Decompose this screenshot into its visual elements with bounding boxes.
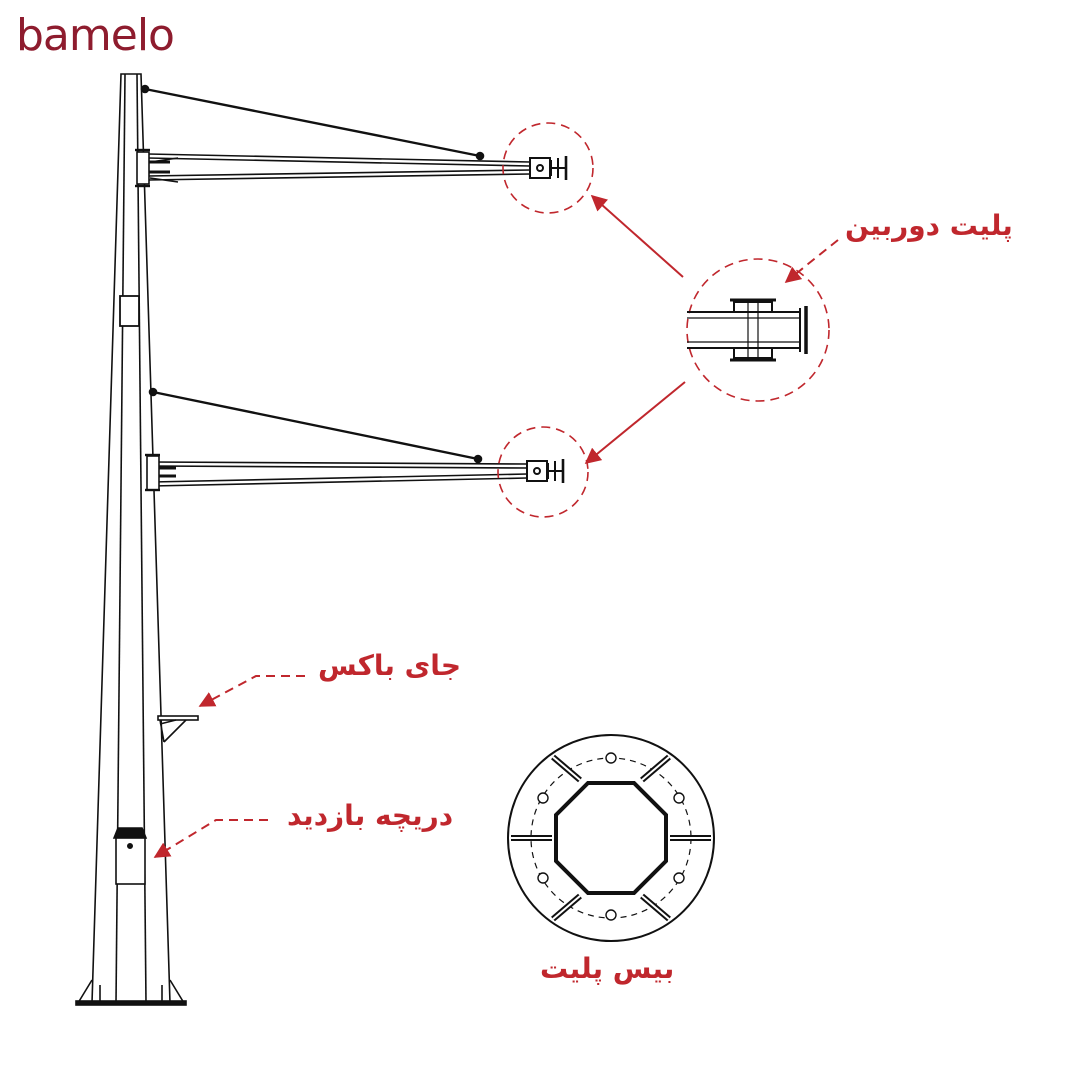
inspection-door-label: دریچه بازدید: [287, 799, 454, 832]
lower-arm: [145, 387, 528, 492]
lower-camera-plate: [526, 459, 565, 483]
camera-plate-detail: [687, 298, 808, 362]
detail-callout-circle: [686, 258, 830, 402]
pole-base-foot: [75, 979, 187, 1006]
upper-arm: [135, 84, 531, 188]
base-plate-diagram: [507, 734, 715, 942]
box-mount-bracket: [157, 715, 199, 743]
upper-camera-plate: [529, 156, 568, 180]
inspection-door: [112, 827, 148, 885]
callout-arrows: [153, 194, 839, 858]
brand-logo: bamelo: [16, 10, 175, 61]
base-plate-label: بیس پلیت: [540, 952, 675, 985]
upper-callout-circle: [502, 122, 594, 214]
lower-callout-circle: [497, 426, 589, 518]
box-mount-label: جای باکس: [318, 649, 461, 682]
pole-junction-box: [119, 295, 140, 327]
camera-plate-label: پلیت دوربین: [845, 209, 1013, 242]
